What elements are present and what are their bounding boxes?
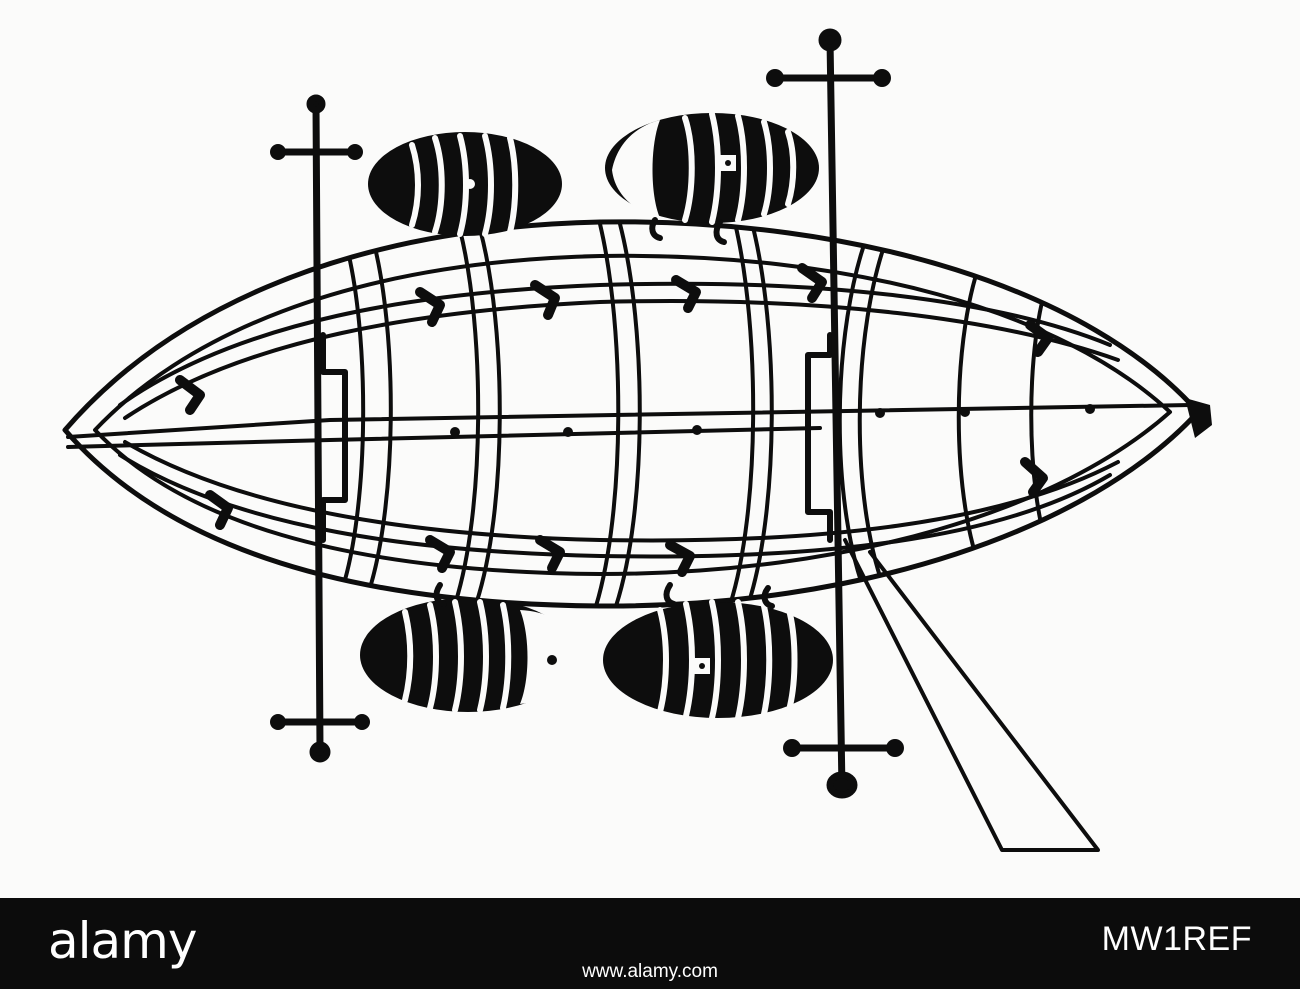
upper-stringer-a — [118, 281, 1112, 407]
upper-stringer-b — [123, 299, 1120, 420]
lower-stringer-a — [118, 453, 1112, 559]
watermark-footer: alamy MW1REF www.alamy.com — [0, 898, 1300, 989]
hull-ribs — [338, 221, 1052, 607]
barrel-lashings — [433, 217, 775, 609]
steering-oar — [843, 538, 1100, 852]
lower-stringer-b — [123, 440, 1120, 543]
bow-tip — [1185, 398, 1212, 438]
keel-line-lower — [66, 426, 822, 449]
footer-image-id: MW1REF — [1101, 920, 1252, 958]
boat-drawing — [62, 28, 1212, 852]
footer-url: www.alamy.com — [582, 961, 718, 982]
barrel-top-left — [368, 132, 562, 237]
thole-pins — [175, 263, 1053, 577]
left-mast-notch — [320, 332, 348, 543]
left-mast — [270, 94, 370, 763]
keel-dots — [450, 404, 1095, 437]
barrel-bottom-left — [360, 598, 579, 713]
inner-gunwale — [93, 253, 1172, 576]
right-mast-notch — [805, 332, 833, 543]
barrel-top-right — [605, 111, 819, 225]
barrel-bottom-right — [603, 599, 833, 721]
illustration-area — [62, 28, 1212, 852]
right-mast — [766, 28, 904, 799]
keel-line-upper — [66, 403, 1192, 439]
footer-logo: alamy — [48, 912, 197, 970]
